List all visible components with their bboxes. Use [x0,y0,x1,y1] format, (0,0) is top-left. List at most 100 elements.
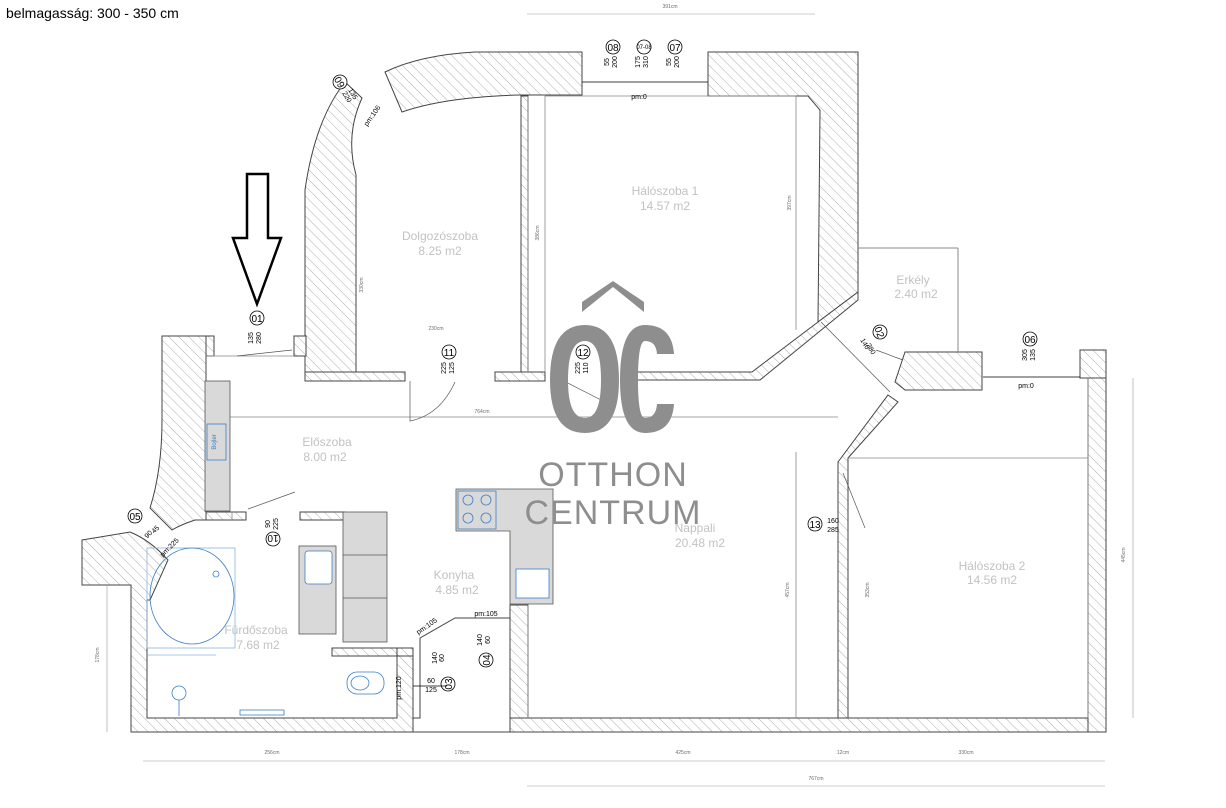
dim-dolgozo-height: 330cm [359,277,365,292]
opening-07-08-width: 175 [635,56,642,68]
wall-corridor-top-left [304,371,406,382]
wall-halo2-top-right [1079,349,1107,379]
opening-wc-pm: pm:120 [396,676,403,699]
wall-wc [331,647,398,657]
boiler [206,423,227,461]
opening-03-width: 60 [439,654,446,662]
opening-06-width: 305 [1022,349,1029,361]
room-area-halo2: 14.56 m2 [967,573,1017,587]
dim-halo2-left: 353cm [865,582,871,597]
opening-05-number: 05 [129,512,141,523]
wall-halo1-top-right [707,51,859,324]
bathtub-drain [212,570,220,578]
room-name-halo1: Hálószoba 1 [632,184,699,198]
opening-08-number: 08 [607,43,619,54]
wall-nappali-left [509,604,529,733]
dim-top-total: 391cm [662,4,677,10]
opening-11-height: 225 [441,362,448,374]
wall-bottom [509,717,1107,733]
opening-11-width: 125 [449,362,456,374]
wall-entrance-top-right [293,335,307,357]
wall-right [1087,349,1107,733]
wall-bath-left [81,531,414,733]
bath-radiator [239,709,285,716]
dim-bottom-seg-4: 12cm [837,750,849,756]
room-name-konyha: Konyha [434,568,475,582]
opening-04-pm: pm:105 [474,611,497,618]
wall-entrance-top [205,335,215,357]
kitchen-sink [515,568,550,599]
opening-04-number: 04 [482,654,493,666]
wall-corridor-top-mid [494,371,546,382]
wall-dolgozo-curve [304,81,363,380]
opening-12-number: 12 [577,348,589,359]
logo-chevron-icon [582,281,644,312]
opening-13-height: 285 [827,527,839,534]
opening-08-height: 200 [612,56,619,68]
wall-halo1-diagonal [624,291,859,381]
opening-wc-width: 60 [427,678,435,685]
opening-07-height: 200 [674,56,681,68]
room-area-nappali: 20.48 m2 [675,536,725,550]
room-area-halo1: 14.57 m2 [640,199,690,213]
opening-12-height: 225 [575,362,582,374]
opening-04-width: 60 [485,636,492,644]
logo-letter-c [620,325,674,433]
dim-corridor: 764cm [474,409,489,415]
opening-04-height: 140 [477,634,484,646]
opening-wc-height: 125 [425,687,437,694]
fixtures: Bojler [146,380,554,716]
room-name-nappali: Nappali [675,521,716,535]
opening-02-width: 140 [858,337,870,351]
otthon-centrum-logo: ÔC OTTHON CENTRUM [525,281,702,532]
opening-10-number: 10 [267,532,279,543]
opening-03-number: 03 [444,678,455,690]
opening-06-number: 06 [1024,335,1036,346]
dim-bottom-seg-3: 425cm [675,750,690,756]
boiler-label: Bojler [212,434,218,449]
room-area-konyha: 4.85 m2 [435,583,479,597]
room-area-furdo: 7.68 m2 [236,638,280,652]
opening-06-pm: pm:0 [1018,383,1034,390]
wall-nappali-halo2-diagonal [837,394,899,719]
wall-bath-top-left [205,511,247,521]
dim-bottom-seg-5: 330cm [958,750,973,756]
opening-01-height: 280 [256,332,263,344]
interior-lines [147,95,1089,718]
dim-bottom-total: 767cm [808,776,823,782]
opening-09-pm: pm:106 [363,104,382,127]
walls [81,51,1107,733]
room-name-erkely: Erkély [896,273,929,287]
opening-09-width: 135 [346,87,358,101]
arrow-down-icon [231,172,283,308]
dim-bottom-seg-2: 178cm [454,750,469,756]
dim-halo1-right: 397cm [787,195,793,210]
opening-07-width: 55 [666,58,673,66]
wall-wc-right [396,647,414,657]
opening-11-number: 11 [444,348,455,359]
opening-01-width: 135 [248,332,255,344]
dim-bottom-seg-1: 256cm [264,750,279,756]
wall-bath-top-right [299,511,346,521]
room-area-dolgozo: 8.25 m2 [418,244,462,258]
room-name-dolgozo: Dolgozószoba [402,229,478,243]
opening-02-height: 280 [864,342,876,356]
room-labels: Dolgozószoba 8.25 m2 Hálószoba 1 14.57 m… [224,184,1025,652]
opening-09-number: 09 [331,75,346,91]
cooktop [457,490,497,530]
opening-05-width: 45 [151,525,162,536]
opening-13-number: 13 [809,520,821,531]
opening-markers: 01 135 280 02 140 280 03 60 140 pm:105 0… [127,39,1080,700]
opening-13-width: 160 [827,518,839,525]
room-name-furdo: Fürdőszoba [224,623,288,637]
shower-head [171,685,187,701]
bathroom-shelf [342,511,388,643]
logo-line-2: CENTRUM [525,494,702,532]
opening-05-height: 90 [144,530,155,541]
dim-right-side: 445cm [1121,547,1127,562]
dimension-lines [106,13,1134,787]
wall-entrance-left [149,335,233,531]
opening-06-height: 135 [1030,349,1037,361]
opening-08-width: 55 [604,58,611,66]
